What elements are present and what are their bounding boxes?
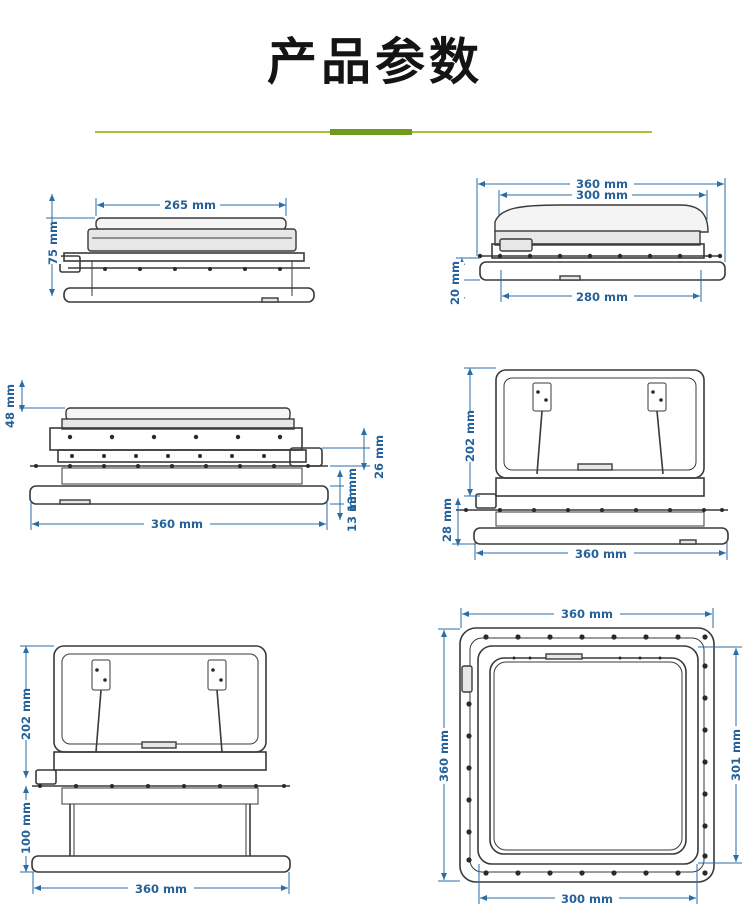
dim-20-height: 20 mm — [448, 261, 462, 305]
dim-26-height: 26 mm — [372, 435, 386, 479]
dim-300-top-width: 300 mm — [561, 892, 613, 906]
view-side-closed-front: 48 mm 360 mm 26 mm 13 mm 13 mm — [3, 380, 387, 532]
dim-202-extended-height: 202 mm — [19, 688, 33, 740]
title-divider-accent — [330, 129, 412, 135]
dim-360-top-width: 360 mm — [561, 607, 613, 621]
dim-360-extended-width: 360 mm — [135, 882, 187, 896]
dim-100-height: 100 mm — [19, 802, 33, 854]
dim-13-height-b: 13 mm — [345, 488, 359, 532]
dim-360-width: 360 mm — [576, 177, 628, 191]
page-title: 产品参数 — [267, 33, 483, 91]
view-top: 360 mm 360 mm 300 mm 301 mm — [436, 607, 744, 906]
dim-301-top-height: 301 mm — [729, 729, 743, 781]
dim-300-width: 300 mm — [576, 188, 628, 202]
view-side-open-extended: 202 mm 100 mm 360 mm — [18, 645, 291, 896]
dim-28-height: 28 mm — [440, 498, 454, 542]
view-side-closed-wide: 360 mm 300 mm 280 mm 20 mm — [447, 176, 726, 305]
dim-48-height: 48 mm — [3, 384, 17, 428]
dim-265-width: 265 mm — [164, 198, 216, 212]
dim-202-open-height: 202 mm — [463, 410, 477, 462]
dim-75-height: 75 mm — [46, 221, 60, 265]
dim-360-top-height: 360 mm — [437, 730, 451, 782]
view-side-closed-narrow: 265 mm 75 mm — [43, 194, 315, 303]
dim-13-height-a: 13 mm — [345, 468, 359, 512]
view-side-open-right: 202 mm 28 mm 360 mm — [440, 367, 729, 561]
dim-360-open-width: 360 mm — [575, 547, 627, 561]
dim-280-width: 280 mm — [576, 290, 628, 304]
dim-360-front-width: 360 mm — [151, 517, 203, 531]
